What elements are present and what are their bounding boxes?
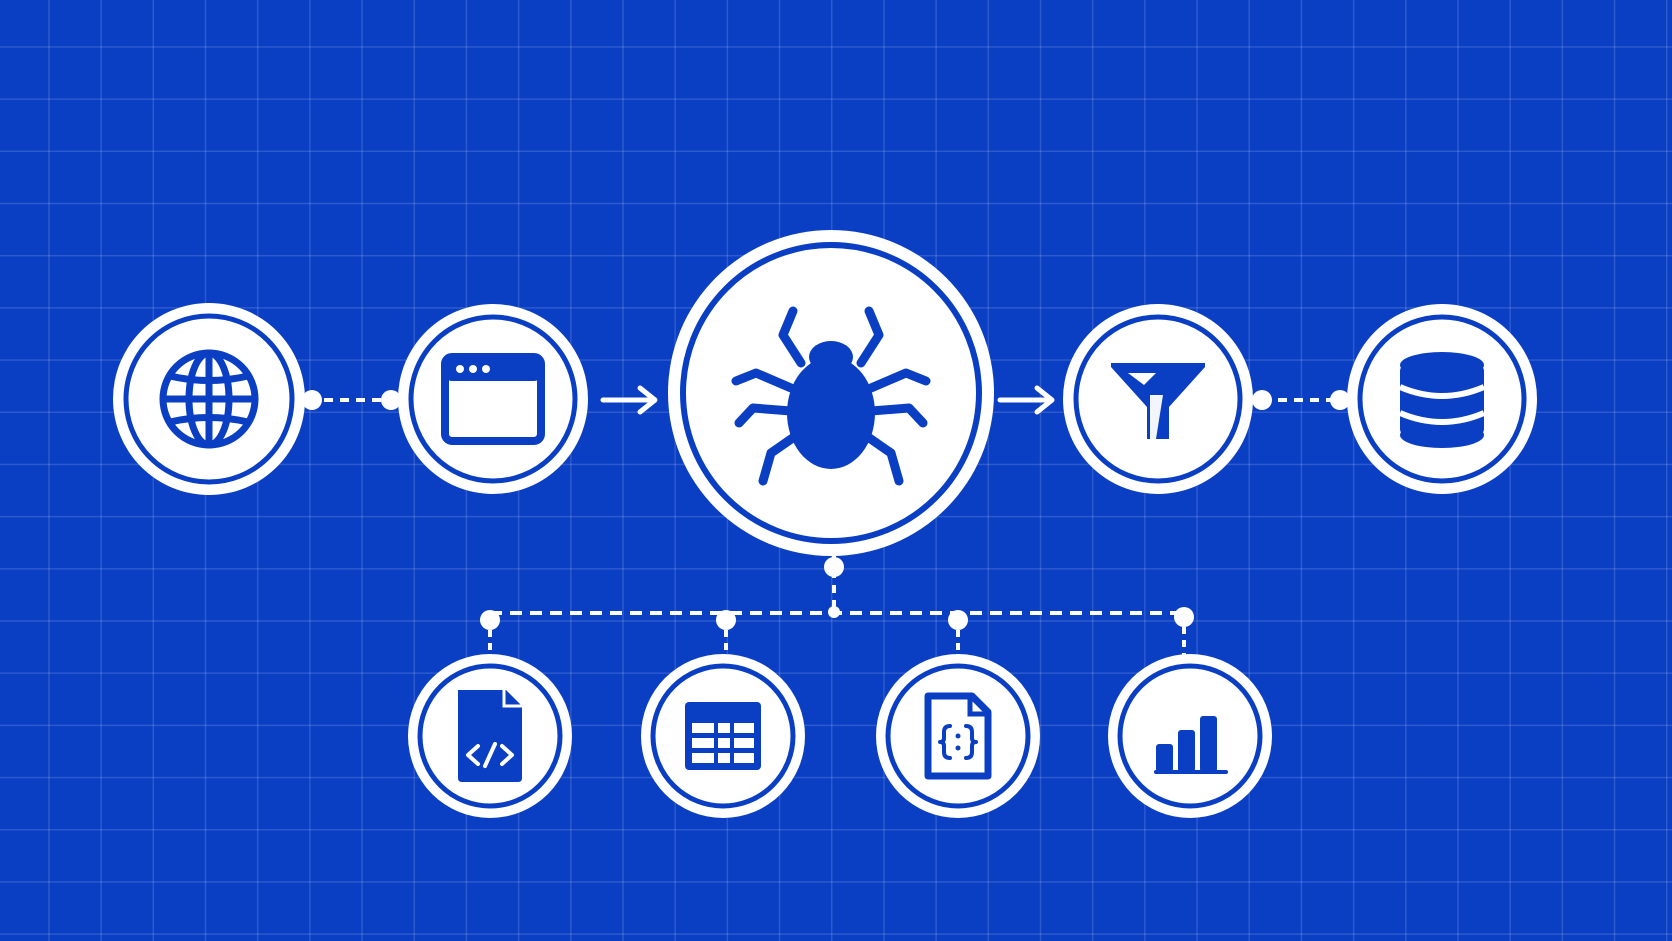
- json-file-icon: [924, 692, 992, 780]
- funnel-filter-icon: [1111, 363, 1205, 439]
- spider-icon: [731, 306, 931, 486]
- connector-spider-to-outputs: [480, 540, 1194, 655]
- browser-window-icon: [441, 353, 545, 445]
- table-icon: [685, 702, 761, 770]
- connector-filter-to-database: [1252, 390, 1350, 410]
- globe-icon: [159, 349, 259, 449]
- connector-globe-to-browser: [302, 390, 401, 410]
- arrow-spider-to-filter: [997, 385, 1055, 415]
- bar-chart-icon: [1154, 716, 1228, 774]
- arrow-browser-to-spider: [600, 385, 658, 415]
- database-icon: [1398, 352, 1486, 448]
- node-spider: [668, 230, 994, 556]
- node-bar-chart: [1108, 654, 1272, 818]
- node-table: [641, 654, 805, 818]
- html-code-file-icon: [458, 690, 522, 782]
- node-html-file: [408, 654, 572, 818]
- node-database: [1347, 304, 1537, 494]
- node-filter: [1063, 304, 1253, 494]
- node-browser-window: [398, 304, 588, 494]
- node-json-file: [876, 654, 1040, 818]
- node-globe: [113, 303, 305, 495]
